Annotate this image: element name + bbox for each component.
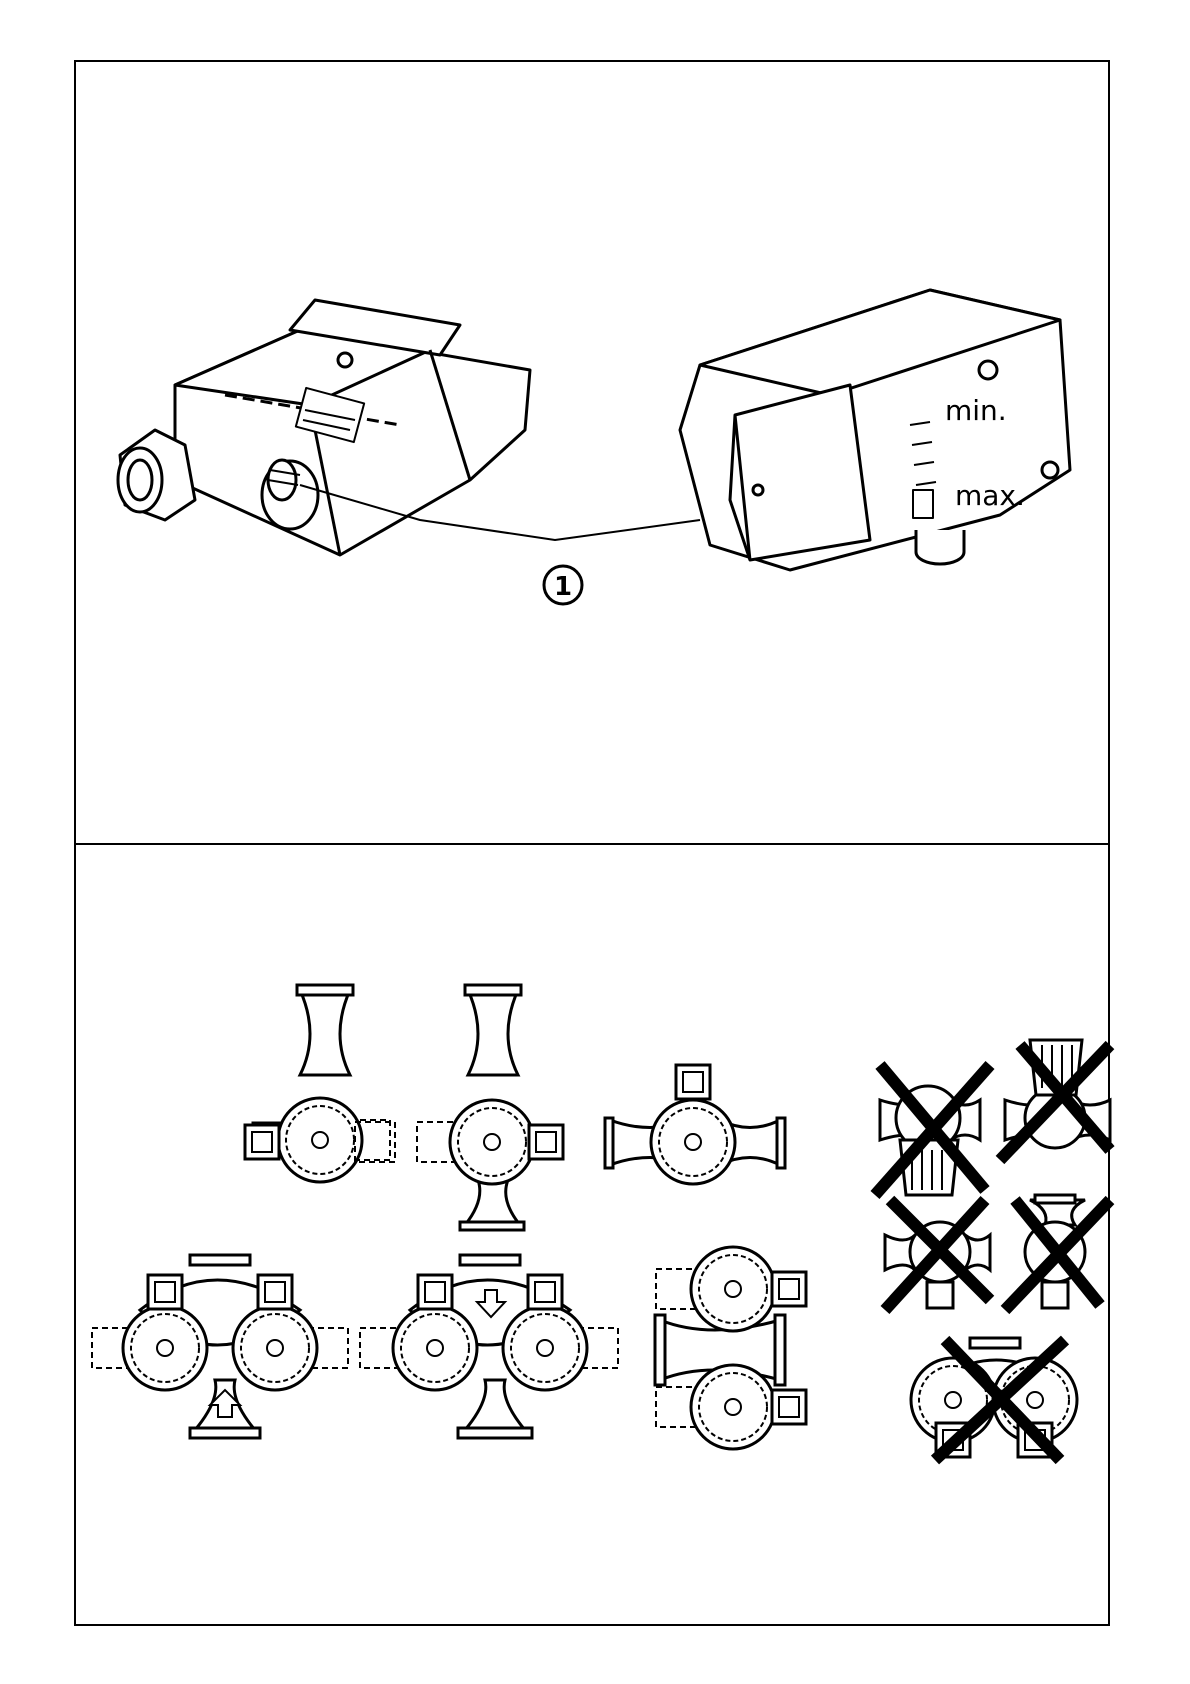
allowed-twin-pump-3 [655,1247,806,1449]
forbidden-pump-2 [1000,1040,1110,1160]
forbidden-twin-pump [911,1338,1077,1460]
allowed-twin-pump-2 [360,1255,618,1438]
allowed-twin-pump-1 [92,1255,348,1438]
forbidden-pump-3 [885,1200,990,1310]
allowed-single-pump-2 [417,985,563,1230]
allowed-single-pump-3 [605,1065,785,1184]
forbidden-pump-4 [1005,1195,1110,1310]
allowed-single-pump-1 [245,985,395,1182]
forbidden-pump-1 [875,1065,990,1195]
